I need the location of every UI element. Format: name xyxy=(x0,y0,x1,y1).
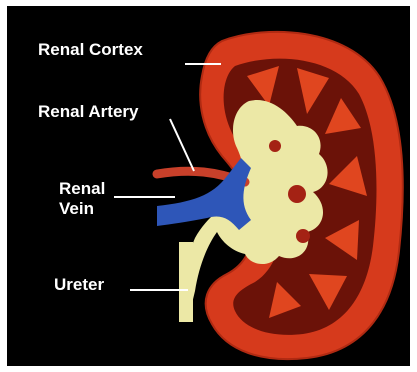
ureter-label: Ureter xyxy=(54,275,104,295)
renal-artery-label: Renal Artery xyxy=(38,102,138,122)
artery-pointer-line xyxy=(170,119,194,171)
renal-cortex-label: Renal Cortex xyxy=(38,40,143,60)
kidney-figure: Renal Cortex Renal Artery Renal Vein Ure… xyxy=(7,6,410,366)
renal-vein-label: Renal Vein xyxy=(59,179,129,219)
ureter-tube xyxy=(179,242,193,322)
